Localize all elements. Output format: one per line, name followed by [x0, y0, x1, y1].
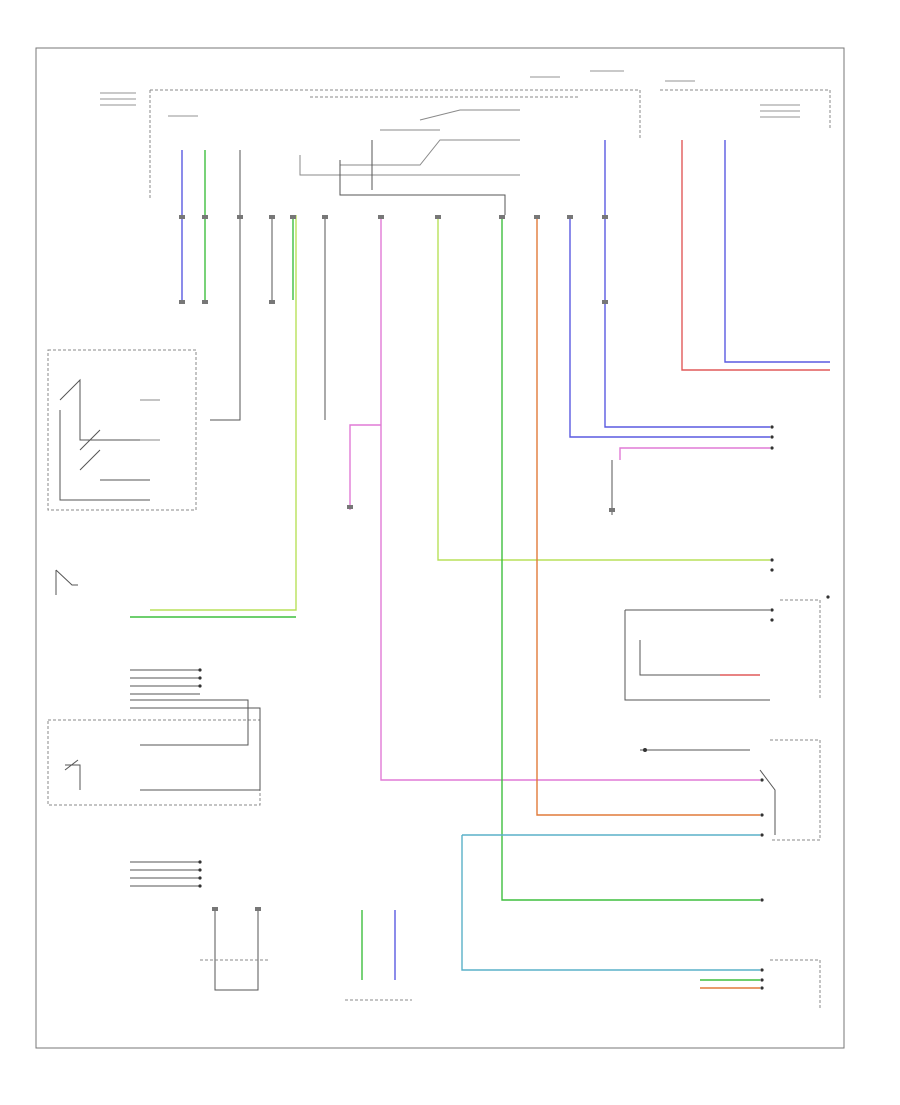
right-upper-module-outline — [624, 609, 770, 701]
driver-door-wiring — [130, 699, 261, 791]
driver-door-module — [47, 719, 261, 806]
hazard-switch-module — [47, 349, 197, 511]
cyan-bus-wire — [461, 834, 760, 971]
battery-junction-outline — [660, 89, 831, 130]
fuse-box-outline — [149, 89, 641, 200]
left-terminal-pins — [198, 668, 202, 888]
passenger-lamp-circuit — [214, 910, 259, 991]
passenger-door-wires — [130, 861, 200, 887]
brake-switch-contacts — [759, 769, 776, 835]
hazard-switch-symbol — [55, 569, 78, 595]
top-label-ticks — [100, 70, 800, 118]
upper-vertical-wires — [150, 140, 830, 901]
diagram-frame — [35, 47, 845, 1049]
trailer-feed-pin — [643, 748, 647, 752]
driver-door-switch — [64, 759, 81, 790]
vertical-connectors — [179, 215, 615, 512]
right-terminal-pins — [760, 425, 830, 990]
fuse-box-internal — [299, 109, 520, 176]
right-upper-module-loop — [639, 640, 720, 676]
cluster-module-wires — [130, 669, 200, 695]
engine-module-dash — [770, 959, 821, 1010]
right-upper-dash — [780, 599, 821, 700]
brake-switch-dash — [770, 739, 821, 841]
hazard-switch-leads — [140, 399, 160, 441]
hazard-switch-contacts — [59, 378, 150, 501]
